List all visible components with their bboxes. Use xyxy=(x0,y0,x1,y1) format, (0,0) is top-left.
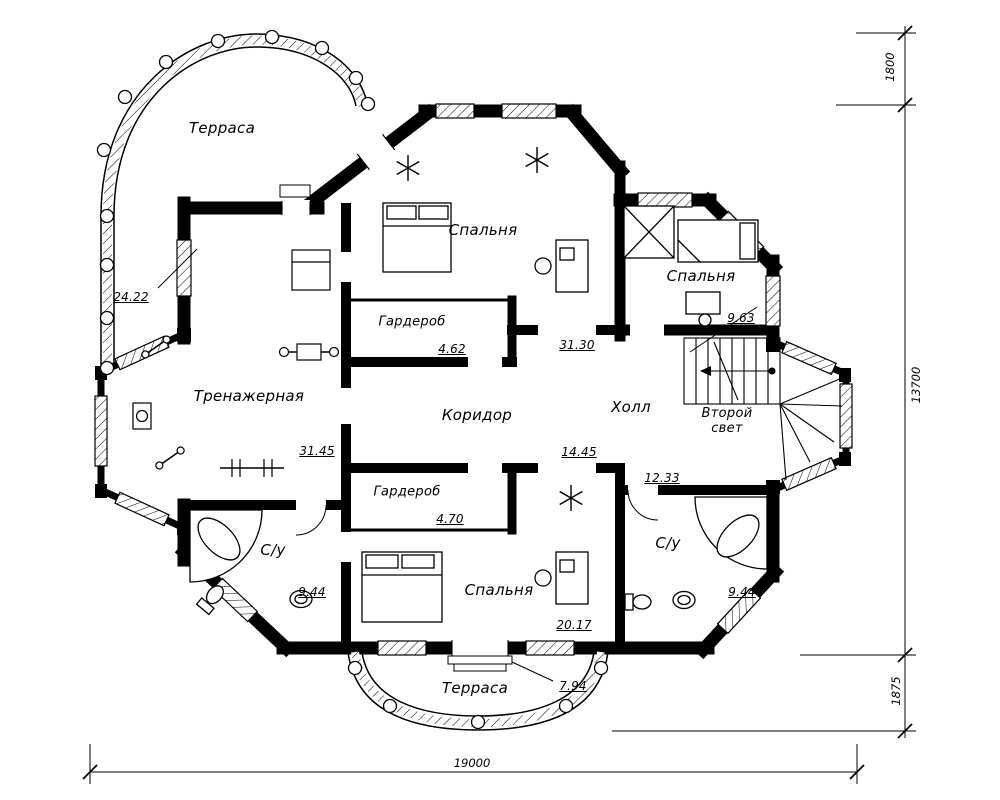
room-label-bedroom-right: Спальня xyxy=(666,267,736,285)
room-label-wardrobe-bottom: Гардероб xyxy=(373,484,441,500)
dimension-lines xyxy=(82,25,916,784)
leader-lines xyxy=(157,248,758,682)
door-swings xyxy=(295,489,659,536)
columns xyxy=(347,660,609,730)
stairs xyxy=(683,337,843,481)
furniture xyxy=(132,202,768,623)
snowflake-icon xyxy=(525,147,549,173)
dim-label-top-offset: 1800 xyxy=(883,52,897,82)
dimension-ticks xyxy=(82,25,913,780)
area-label-bathroom-left: 9.44 xyxy=(298,585,326,599)
snowflake-icon xyxy=(396,155,420,181)
terrace-bottom-colonnade xyxy=(347,651,609,731)
room-label-bathroom-left: С/у xyxy=(260,541,286,559)
area-label-hall: 12.33 xyxy=(644,471,680,485)
terrace-top-colonnade xyxy=(96,29,376,376)
windows xyxy=(94,103,853,656)
snowflake-icon xyxy=(559,485,583,511)
toilet-left-icon xyxy=(195,585,224,616)
bathtub-right-icon xyxy=(694,496,768,570)
terrace-door xyxy=(356,133,396,171)
room-label-terrace-top: Терраса xyxy=(188,119,256,137)
dim-label-bottom-offset: 1875 xyxy=(889,676,903,706)
sink-right-icon xyxy=(672,590,696,610)
door-jambs xyxy=(281,201,509,656)
room-label-wardrobe-top: Гардероб xyxy=(378,314,446,330)
bay-corner-stubs xyxy=(95,328,851,535)
room-label-second-light: Второй свет xyxy=(701,406,753,436)
room-label-bedroom-bottom: Спальня xyxy=(464,581,534,599)
room-label-bathroom-right: С/у xyxy=(655,534,681,552)
columns xyxy=(96,29,376,376)
desk-chair-bottom-icon xyxy=(534,551,589,605)
room-label-bedroom-top: Спальня xyxy=(448,221,518,239)
room-label-terrace-bottom: Терраса xyxy=(441,679,509,697)
bed-top-icon xyxy=(382,202,452,273)
bathtub-left-icon xyxy=(189,509,263,583)
mirror-cabinet-icon xyxy=(623,205,675,259)
dim-label-width: 19000 xyxy=(453,756,491,770)
area-label-terrace-top: 24.22 xyxy=(113,290,149,304)
exterior-walls xyxy=(174,103,785,660)
toilet-right-icon xyxy=(624,593,652,611)
bed-bottom-icon xyxy=(361,551,443,623)
area-label-wardrobe-bottom: 4.70 xyxy=(436,512,464,526)
snowflake-icons xyxy=(396,147,583,511)
room-label-hall: Холл xyxy=(611,398,651,416)
desk-right-icon xyxy=(685,291,721,327)
room-label-gym: Тренажерная xyxy=(193,387,305,405)
area-label-bedroom-bottom: 20.17 xyxy=(556,618,592,632)
gym-equipment-icon xyxy=(132,249,340,477)
area-label-bedroom-right: 9.63 xyxy=(727,311,755,325)
area-label-terrace-bottom: 7.94 xyxy=(559,679,587,693)
door-openings xyxy=(282,200,664,656)
area-label-bathroom-right: 9.44 xyxy=(728,585,756,599)
desk-chair-top-icon xyxy=(534,239,589,293)
area-label-wardrobe-top: 4.62 xyxy=(438,342,466,356)
area-label-corridor: 14.45 xyxy=(561,445,597,459)
terrace-steps xyxy=(447,655,513,672)
sink-left-icon xyxy=(289,589,313,609)
area-label-bedroom-top: 31.30 xyxy=(559,338,595,352)
bed-right-icon xyxy=(677,219,759,263)
dim-label-height: 13700 xyxy=(909,366,923,404)
area-label-gym: 31.45 xyxy=(299,444,335,458)
room-label-corridor: Коридор xyxy=(441,406,513,424)
